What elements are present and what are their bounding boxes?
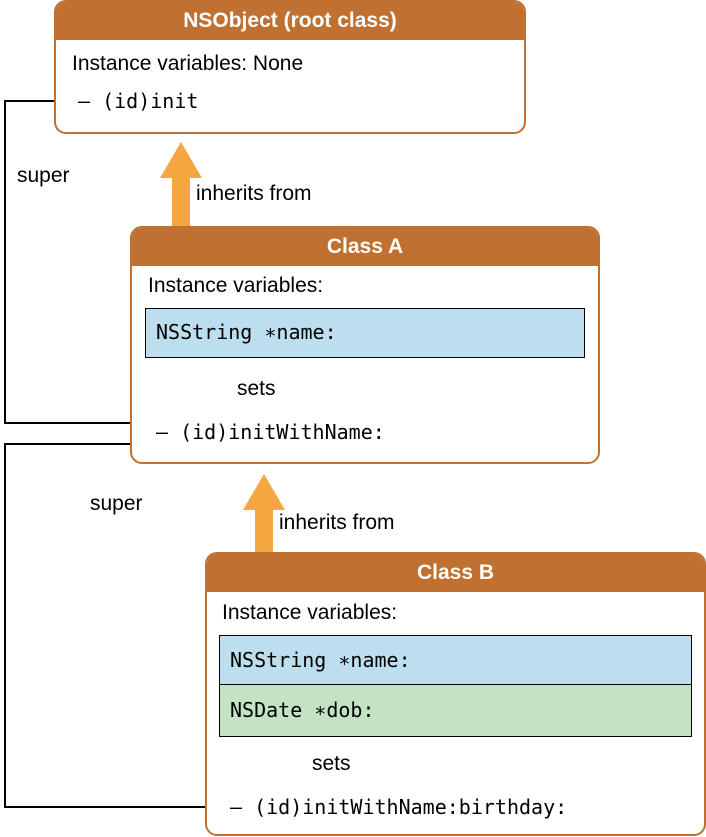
class-a-ivar-name: NSString ∗name: <box>145 308 585 358</box>
super-label-a: super <box>17 164 70 187</box>
inherit-arrow-a <box>160 142 202 228</box>
class-a-sets-label: sets <box>237 377 276 400</box>
super-label-b: super <box>90 492 143 515</box>
nsobject-title: NSObject (root class) <box>56 2 524 40</box>
class-b-ivar-dob: NSDate ∗dob: <box>219 684 692 737</box>
nsobject-ivars-label: Instance variables: None <box>72 52 304 75</box>
class-b-sets-label: sets <box>312 752 351 775</box>
class-b-ivars-label: Instance variables: <box>222 601 398 624</box>
inherits-from-label-a: inherits from <box>196 182 312 205</box>
super-line-b <box>4 439 212 808</box>
inherit-arrow-b <box>243 474 285 553</box>
class-b-init-method: – (id)initWithName:birthday: <box>230 795 568 819</box>
inherits-from-label-b: inherits from <box>279 511 395 534</box>
nsobject-box: NSObject (root class) <box>54 0 526 134</box>
class-b-title: Class B <box>207 554 704 592</box>
class-b-ivar-name: NSString ∗name: <box>219 635 692 686</box>
super-line-a <box>4 96 130 424</box>
class-a-title: Class A <box>132 228 598 266</box>
class-a-init-method: – (id)initWithName: <box>156 420 385 444</box>
class-a-ivars-label: Instance variables: <box>148 274 324 297</box>
nsobject-init-method: – (id)init <box>78 89 199 113</box>
